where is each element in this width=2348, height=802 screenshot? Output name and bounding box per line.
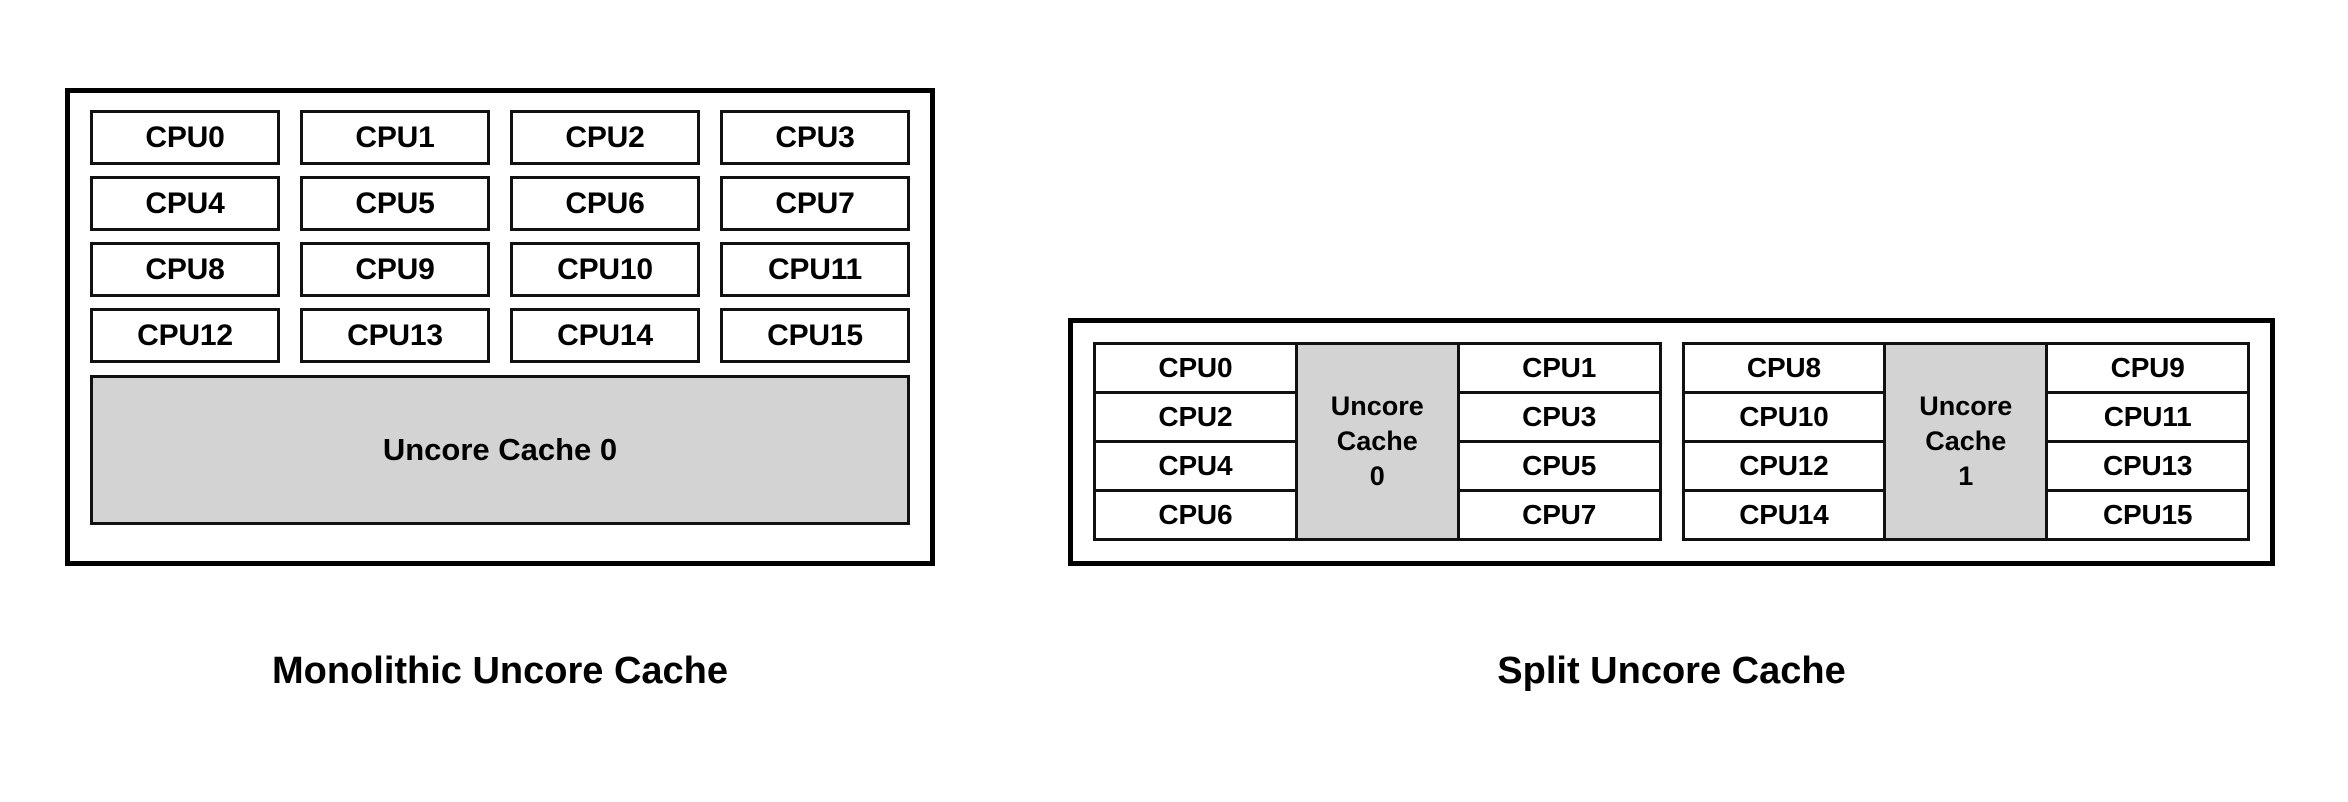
cpu-box: CPU14 bbox=[510, 308, 700, 363]
cpu-column-left: CPU0 CPU2 CPU4 CPU6 bbox=[1096, 345, 1295, 538]
uncore-cache-index: 0 bbox=[1369, 461, 1385, 492]
cpu-cell: CPU2 bbox=[1096, 394, 1295, 443]
uncore-cache-block-1: Uncore Cache 1 bbox=[1883, 345, 2049, 538]
cpu-box: CPU6 bbox=[510, 176, 700, 231]
cpu-box: CPU5 bbox=[300, 176, 490, 231]
cpu-cell: CPU8 bbox=[1684, 345, 1884, 394]
cpu-box: CPU0 bbox=[90, 110, 280, 165]
cpu-cell: CPU4 bbox=[1096, 443, 1295, 492]
split-caption: Split Uncore Cache bbox=[1497, 650, 1846, 692]
cpu-cell: CPU9 bbox=[2048, 345, 2247, 394]
uncore-cache-block: Uncore Cache 0 bbox=[90, 375, 910, 525]
cpu-box: CPU11 bbox=[720, 242, 910, 297]
cpu-box: CPU4 bbox=[90, 176, 280, 231]
monolithic-cpu-grid: CPU0 CPU1 CPU2 CPU3 CPU4 CPU5 CPU6 CPU7 … bbox=[90, 110, 910, 363]
cpu-box: CPU13 bbox=[300, 308, 490, 363]
uncore-cache-label-line-1: Uncore bbox=[1330, 390, 1424, 421]
cpu-column-left: CPU8 CPU10 CPU12 CPU14 bbox=[1684, 345, 1884, 538]
monolithic-uncore-cache-diagram: CPU0 CPU1 CPU2 CPU3 CPU4 CPU5 CPU6 CPU7 … bbox=[65, 88, 935, 566]
cpu-cell: CPU7 bbox=[1459, 492, 1659, 538]
cpu-box: CPU7 bbox=[720, 176, 910, 231]
cache-cluster-0: CPU0 CPU2 CPU4 CPU6 Uncore Cache 0 CPU1 … bbox=[1093, 342, 1662, 541]
uncore-cache-label-line-2: Cache bbox=[1925, 425, 2007, 456]
cpu-column-right: CPU9 CPU11 CPU13 CPU15 bbox=[2048, 345, 2247, 538]
cpu-box: CPU15 bbox=[720, 308, 910, 363]
cpu-cell: CPU15 bbox=[2048, 492, 2247, 538]
cpu-cell: CPU6 bbox=[1096, 492, 1295, 538]
uncore-cache-index: 1 bbox=[1958, 461, 1974, 492]
cpu-cell: CPU10 bbox=[1684, 394, 1884, 443]
cpu-box: CPU9 bbox=[300, 242, 490, 297]
monolithic-caption: Monolithic Uncore Cache bbox=[271, 650, 729, 692]
cpu-box: CPU12 bbox=[90, 308, 280, 363]
cpu-column-right: CPU1 CPU3 CPU5 CPU7 bbox=[1459, 345, 1659, 538]
cpu-cell: CPU5 bbox=[1459, 443, 1659, 492]
cpu-cell: CPU3 bbox=[1459, 394, 1659, 443]
cpu-box: CPU10 bbox=[510, 242, 700, 297]
cpu-box: CPU1 bbox=[300, 110, 490, 165]
cpu-box: CPU3 bbox=[720, 110, 910, 165]
cpu-cell: CPU13 bbox=[2048, 443, 2247, 492]
cpu-cell: CPU14 bbox=[1684, 492, 1884, 538]
cpu-cell: CPU1 bbox=[1459, 345, 1659, 394]
uncore-cache-label-line-2: Cache bbox=[1336, 425, 1418, 456]
cpu-box: CPU8 bbox=[90, 242, 280, 297]
cpu-cell: CPU0 bbox=[1096, 345, 1295, 394]
uncore-cache-block-0: Uncore Cache 0 bbox=[1294, 345, 1460, 538]
cpu-cell: CPU11 bbox=[2048, 394, 2247, 443]
cpu-cell: CPU12 bbox=[1684, 443, 1884, 492]
split-uncore-cache-diagram: CPU0 CPU2 CPU4 CPU6 Uncore Cache 0 CPU1 … bbox=[1068, 318, 2275, 566]
uncore-cache-label-line-1: Uncore bbox=[1919, 390, 2013, 421]
cpu-box: CPU2 bbox=[510, 110, 700, 165]
cache-cluster-1: CPU8 CPU10 CPU12 CPU14 Uncore Cache 1 CP… bbox=[1681, 342, 2250, 541]
